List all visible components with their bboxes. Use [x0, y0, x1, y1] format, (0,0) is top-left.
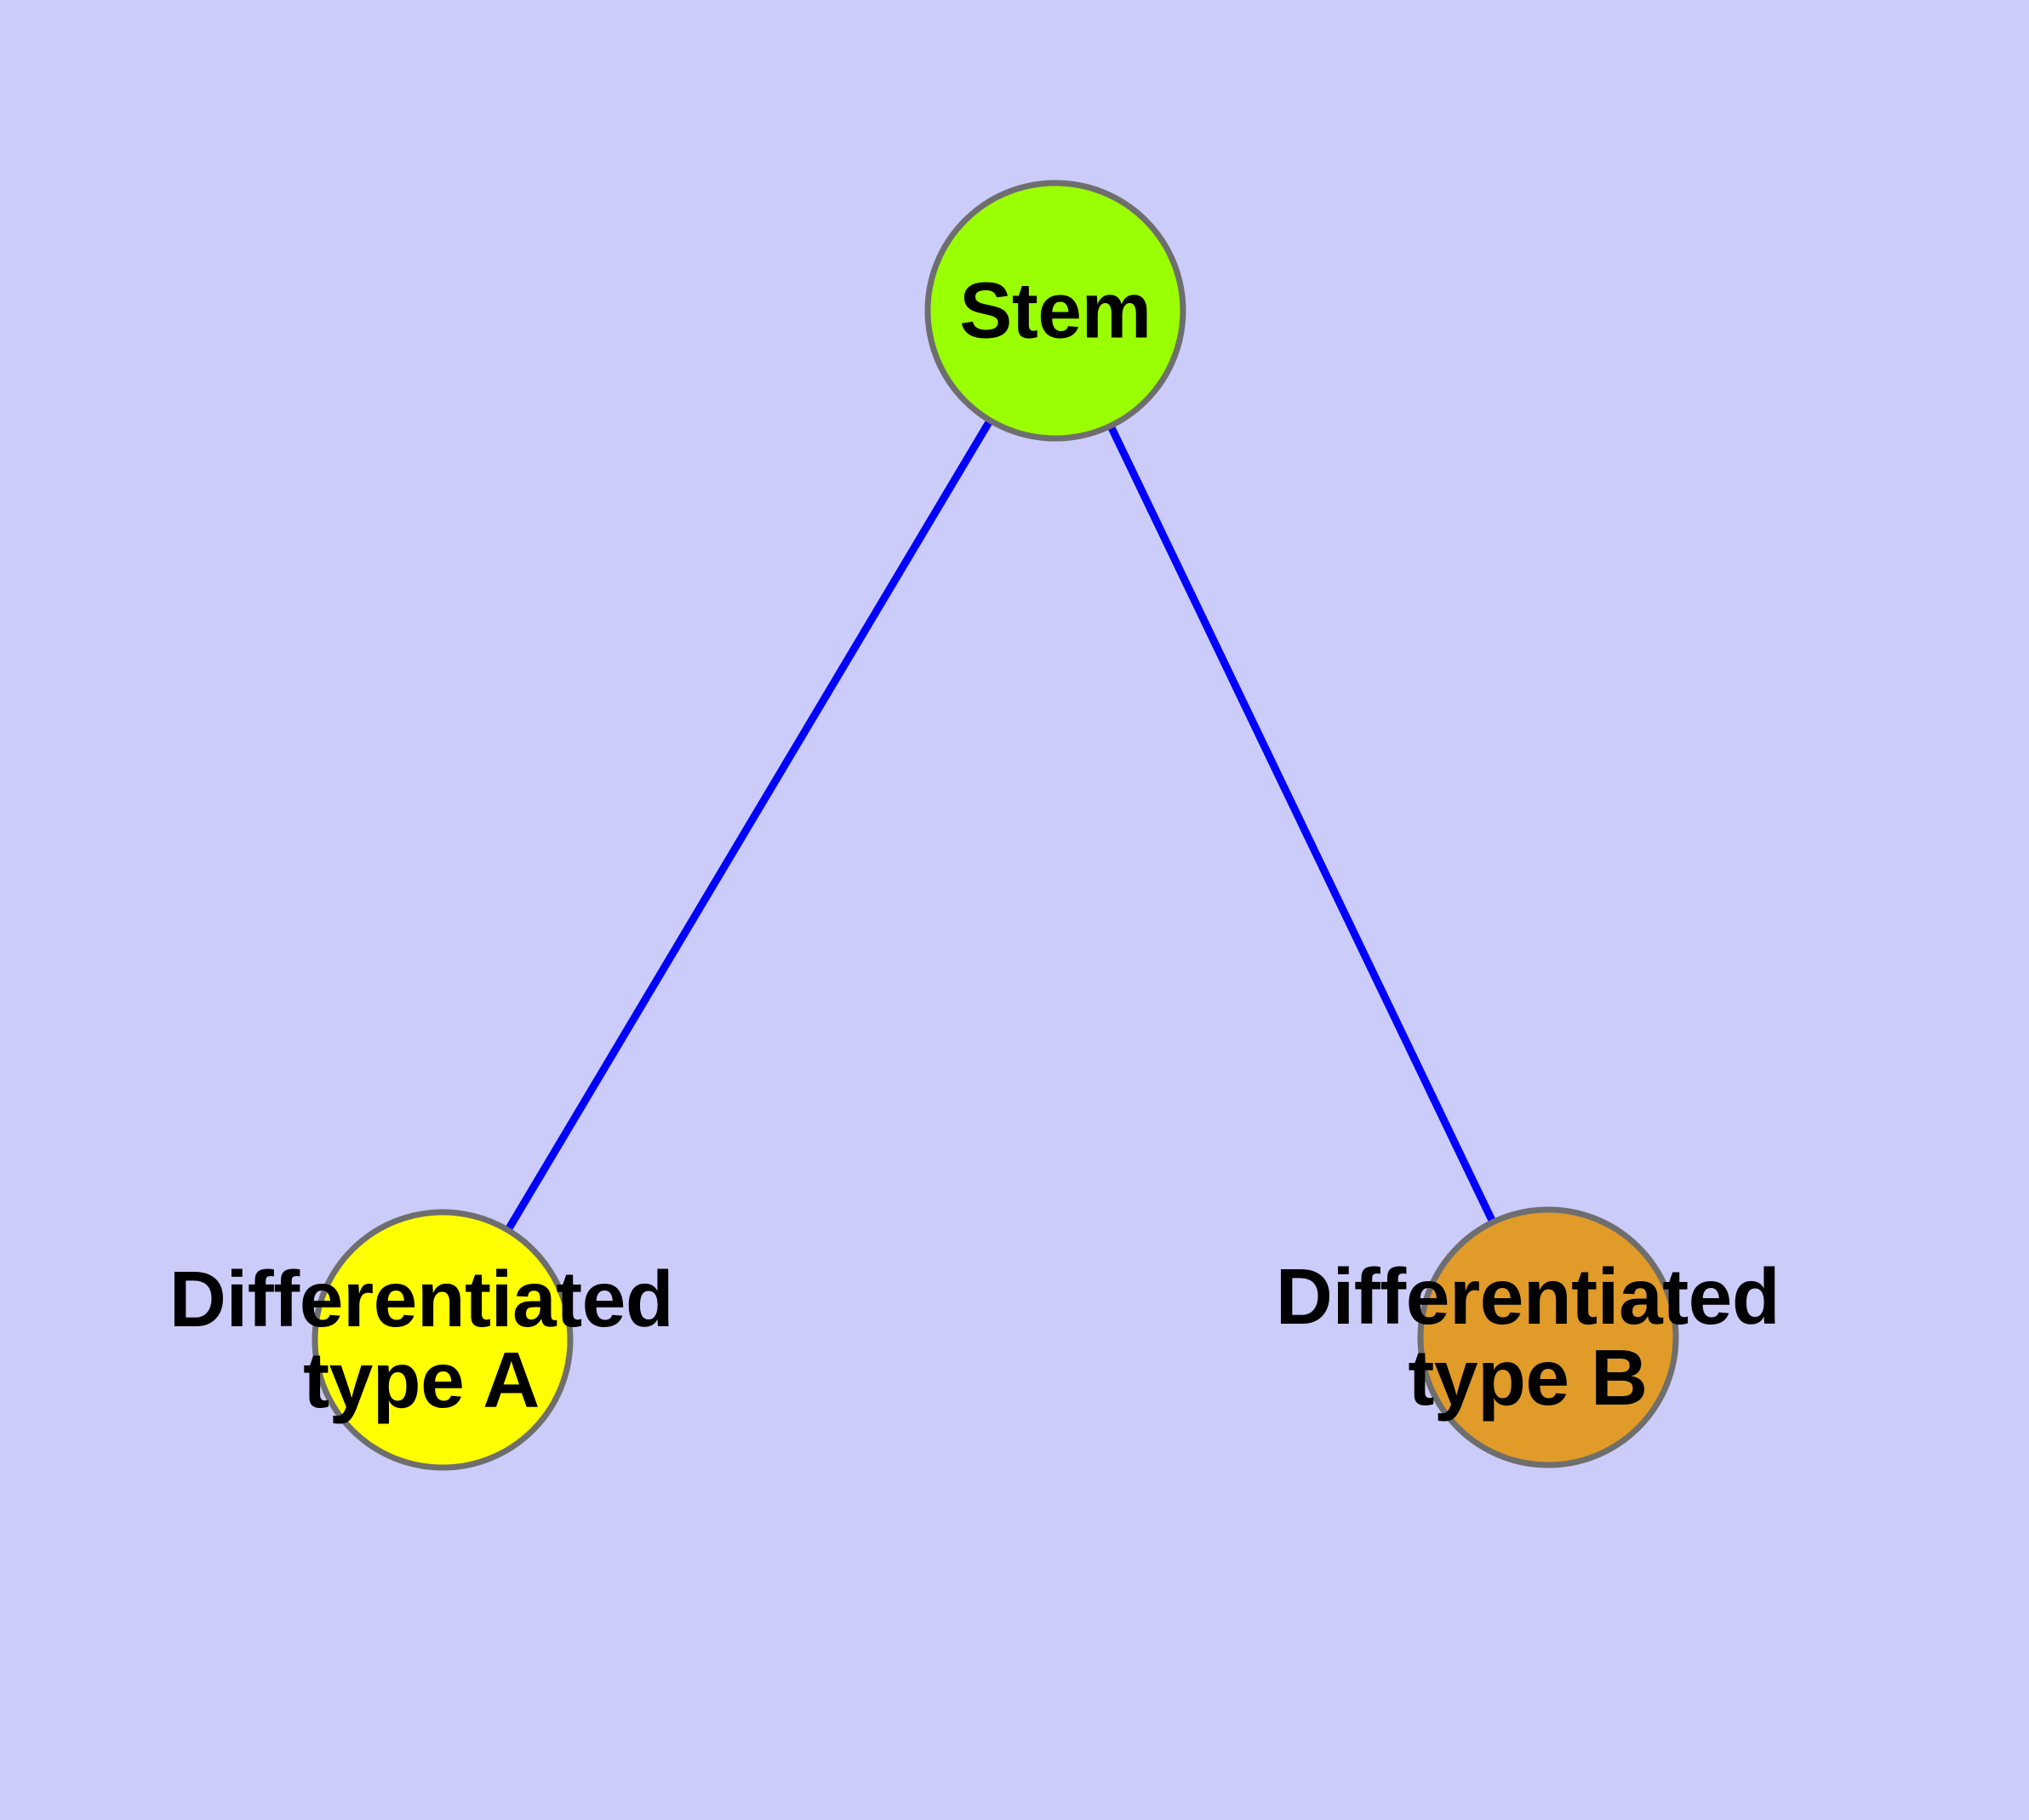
node-stem-circle[interactable]: [924, 180, 1186, 442]
edge-stem-to-diff-a[interactable]: [439, 308, 1059, 1342]
edge-layer: [439, 308, 1552, 1342]
node-diff-a-circle[interactable]: [311, 1209, 574, 1471]
node-diff-b-circle[interactable]: [1417, 1206, 1679, 1468]
edge-stem-to-diff-b[interactable]: [1051, 309, 1552, 1339]
node-layer: [311, 180, 1679, 1471]
